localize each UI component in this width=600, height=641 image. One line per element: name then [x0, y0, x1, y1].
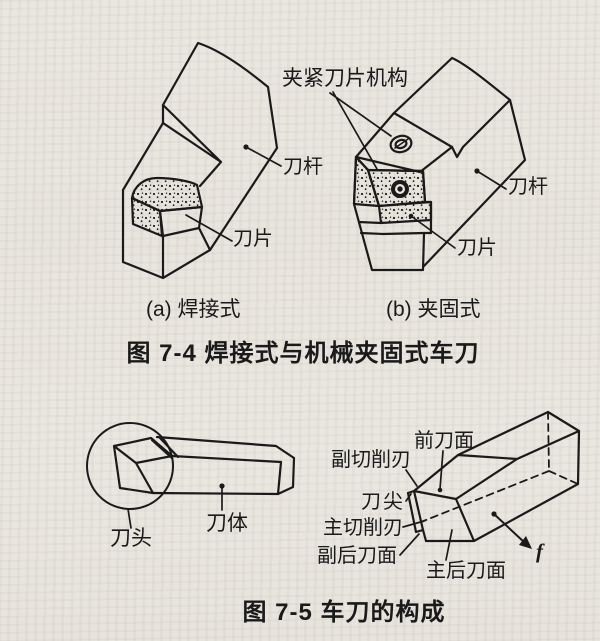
minor-flank-leader: [399, 533, 420, 556]
welded-tool-outline: [121, 41, 279, 280]
minor-edge-leader: [405, 469, 418, 487]
tool-overview-drawing: [86, 422, 296, 529]
welded-tool-drawing: [121, 41, 282, 280]
head-front-edges: [161, 226, 212, 279]
rake-face-label: 前刀面: [414, 430, 474, 452]
clamp-strip-lines: [357, 220, 426, 236]
feed-symbol-label: f: [536, 539, 543, 563]
shank-leader-line-a: [245, 146, 282, 167]
tip-leader: [405, 493, 412, 502]
clamp-mechanism-label: 夹紧刀片机构: [282, 67, 408, 90]
tool-tip-label: 刀尖: [361, 491, 405, 513]
clamp-mechanism-leader-lines: [329, 91, 392, 170]
welded-insert-label: 刀片: [233, 228, 273, 250]
clamped-insert-label: 刀片: [457, 237, 497, 259]
major-flank-leader: [445, 529, 453, 561]
shank-leader-line-b: [476, 170, 507, 190]
minor-flank-face-label: 副后刀面: [317, 545, 397, 567]
tool-head-block: [112, 436, 174, 495]
major-edge-leader: [402, 520, 425, 528]
welded-insert-dome: [130, 176, 204, 213]
rake-face-leader: [439, 450, 444, 490]
feed-arrow: [491, 511, 532, 549]
insert-leader-line-b: [410, 215, 456, 249]
rake-face-leader-dot: [437, 487, 443, 493]
clamped-shank-label: 刀杆: [508, 176, 548, 198]
tool-faces-hidden-edges: [420, 411, 579, 523]
major-cutting-edge-label: 主切削刃: [323, 517, 403, 539]
clamp-shim-strip: [377, 200, 433, 225]
clamped-shank-outline: [392, 56, 527, 268]
tool-faces-drawing: [399, 410, 581, 561]
head-leader-line: [127, 508, 132, 529]
shank-leader-dot-b: [474, 168, 480, 174]
braze-seam-lines: [161, 103, 223, 188]
welded-shank-label: 刀杆: [283, 156, 323, 178]
figure-7-4-caption: 图 7-4 焊接式与机械夹固式车刀: [126, 340, 480, 367]
welded-insert-right-facet: [158, 205, 204, 238]
head-chamfer-lines: [150, 436, 180, 460]
insert-hole: [391, 180, 409, 198]
major-flank-face-label: 主后刀面: [426, 560, 506, 582]
clamp-screw-icon: [389, 134, 413, 154]
tool-head-label: 刀头: [110, 527, 152, 550]
insert-leader-dot-b: [408, 213, 414, 219]
tool-body-bar: [151, 435, 296, 496]
figure-7-5-caption: 图 7-5 车刀的构成: [242, 599, 446, 626]
clamped-tool-drawing: [329, 56, 527, 272]
insert-leader-line-a: [185, 214, 233, 242]
welded-tool-subcaption: (a) 焊接式: [146, 298, 241, 321]
tool-body-label: 刀体: [206, 512, 248, 535]
shank-leader-dot-a: [243, 144, 249, 150]
body-leader-dot: [219, 483, 225, 489]
minor-cutting-edge-label: 副切削刃: [331, 449, 411, 471]
head-callout-circle: [86, 422, 174, 510]
clamped-tool-subcaption: (b) 夹固式: [386, 298, 481, 321]
